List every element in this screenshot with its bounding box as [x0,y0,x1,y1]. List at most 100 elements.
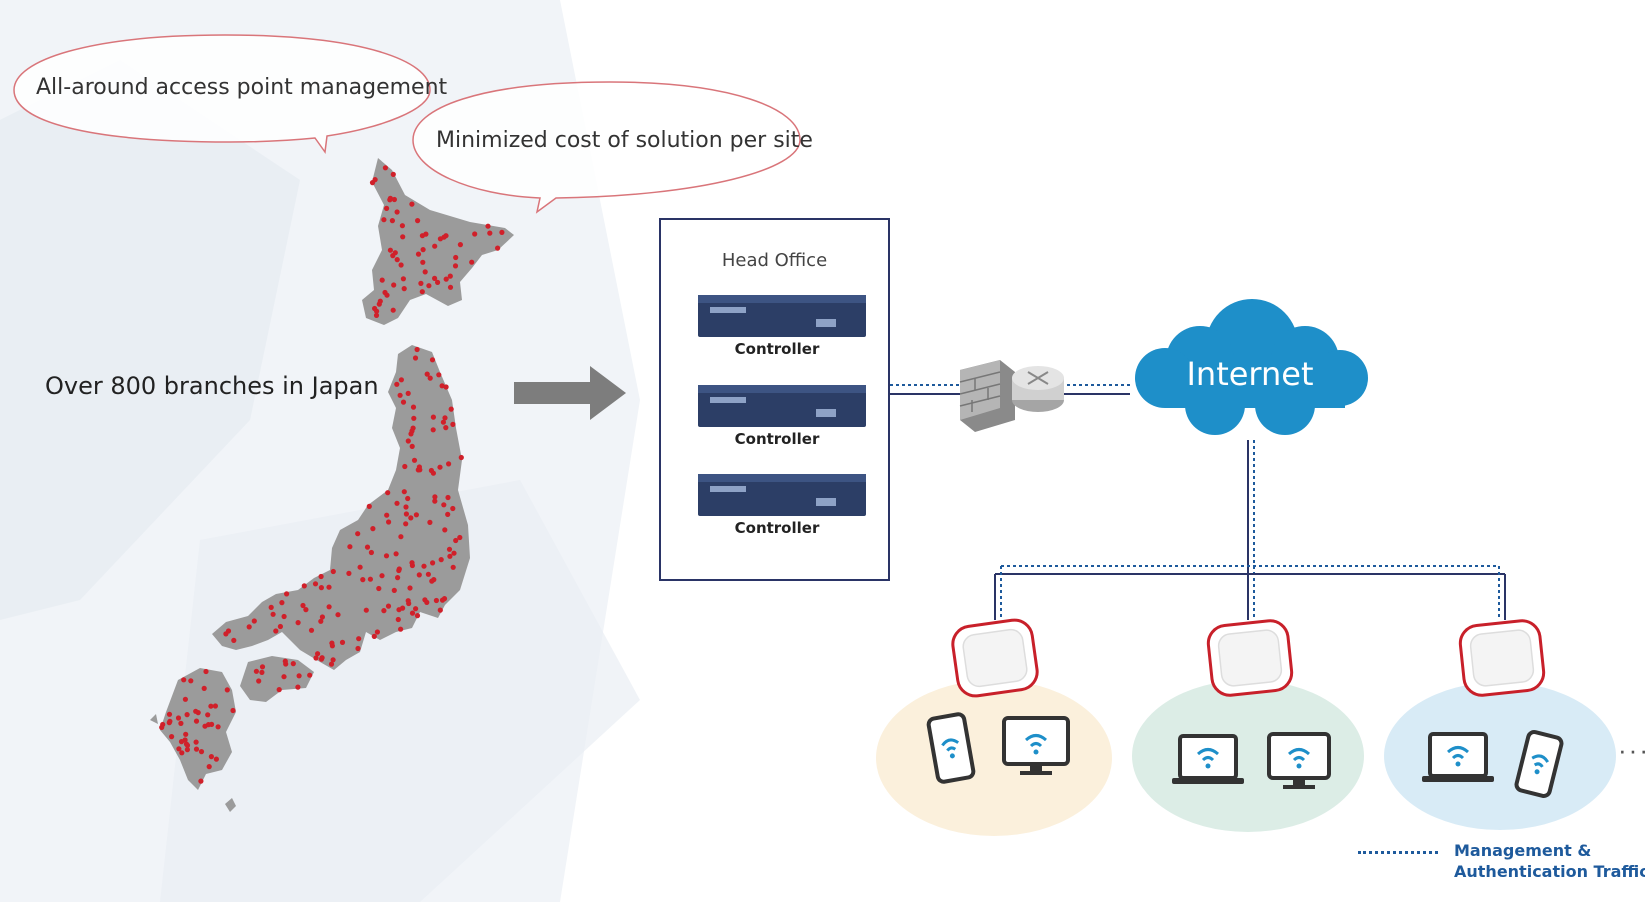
branch-dot [318,585,324,591]
branch-dot [409,201,415,207]
branch-dot [374,629,380,635]
branch-dot [193,746,200,752]
monitor-icon [1267,732,1331,789]
branch-dot [499,229,505,235]
branch-dot [400,399,407,405]
branch-dot [414,346,420,353]
branch-dot [400,234,406,240]
branch-dot [176,746,182,752]
branch-dot [408,515,414,521]
branch-dot [407,585,413,591]
branch-dot [307,672,313,678]
branch-dot [212,703,218,709]
router-icon [1012,366,1064,412]
branch-dot [401,286,407,292]
branch-dot [303,607,309,613]
branch-dot [389,218,395,224]
branch-dot [193,708,199,714]
branch-dot [284,591,290,597]
branch-dot [178,720,184,727]
branch-dot [411,415,417,421]
branch-dot [206,764,212,770]
branch-dot [394,500,400,506]
branch-dot [400,276,406,282]
branch-dot [326,584,332,590]
legend-line-2: Authentication Traffic [1454,862,1645,881]
controller-ports [816,319,836,327]
branch-dot [383,553,390,559]
branch-dot [329,643,335,649]
site-area-1 [876,680,1112,836]
branch-dot [300,602,306,609]
branch-dot [181,677,187,683]
branch-dot [290,661,296,667]
branch-dot [390,307,396,313]
branch-dot [420,247,426,253]
branch-dot [198,749,205,755]
access-point-icon [951,618,1039,698]
branch-dot [403,511,409,517]
branch-dot [273,628,279,634]
site-area-3 [1384,682,1616,830]
branch-dot [346,570,352,577]
callout-bubble-cost [412,81,801,214]
branch-dot [270,611,276,617]
head-office-title: Head Office [721,250,828,271]
branch-dot [441,596,448,602]
branch-dot [416,572,422,578]
branch-dot [403,504,409,510]
branch-dot [421,563,427,569]
branch-dot [442,415,448,421]
branch-dot [188,678,194,684]
branch-dot [201,685,207,692]
branch-dot [326,604,332,610]
branch-dot [415,251,422,257]
branch-dot [445,511,451,517]
branch-dot [447,553,453,559]
branch-dot [399,223,405,229]
controller-ports [816,498,836,506]
branch-dot [202,723,208,729]
branch-dot [253,668,259,674]
branch-dot [450,564,456,570]
branch-dot [443,425,449,431]
branch-dot [398,626,404,632]
branch-dot [441,502,447,508]
branch-dot [457,242,463,248]
branch-dot [415,218,421,224]
branch-dot [381,217,387,223]
uplink-lines [890,384,1130,395]
branch-dot [422,597,428,603]
branch-dot [429,578,435,584]
controller-1 [698,295,866,337]
branch-dot [184,747,190,753]
branch-dots [159,165,505,784]
branch-dot [436,372,442,378]
legend-line-1: Management & [1454,841,1592,860]
controller-label-3: Controller [734,519,820,537]
branch-dot [413,606,419,612]
branch-dot [487,230,493,236]
callout-bubble-access-point [13,34,431,154]
controller-top [698,295,866,303]
branch-dot [276,687,282,693]
controller-ports [710,397,746,403]
distribution-lines [994,440,1506,620]
branches-label: Over 800 branches in Japan [45,372,379,400]
branch-dot [230,707,236,714]
branch-dot [409,610,416,616]
branch-dot [391,282,397,288]
branch-dot [400,605,406,611]
branch-dot [166,711,173,717]
branch-dot [364,544,371,550]
branch-dot [426,283,432,289]
branch-dot [384,512,390,518]
branch-dot [382,289,388,296]
controller-ports [710,486,746,492]
branch-dot [178,739,185,745]
branch-dot [446,461,452,467]
branch-dot [193,718,200,724]
controller-label-1: Controller [734,340,820,358]
branch-dot [377,298,383,304]
branch-dot [447,284,454,290]
